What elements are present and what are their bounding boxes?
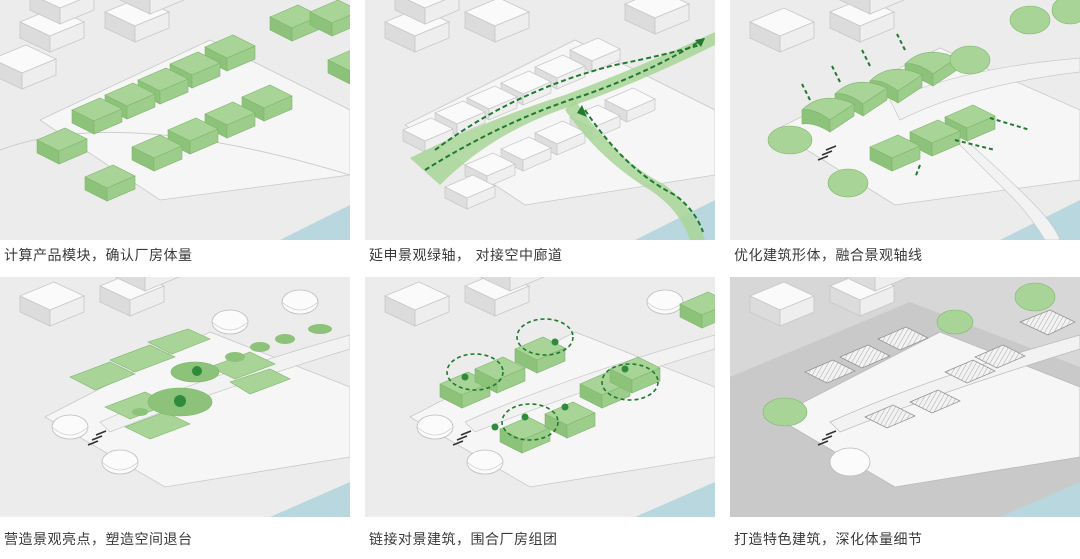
panel-3-caption: 优化建筑形体，融合景观轴线: [734, 248, 923, 264]
panel-4-caption: 营造景观亮点，塑造空间退台: [4, 532, 193, 548]
diagram-panel-3: [730, 0, 1080, 240]
diagram-panel-1: [0, 0, 350, 240]
panel-2-caption: 延申景观绿轴， 对接空中廊道: [369, 248, 563, 264]
diagram-panel-6: [730, 277, 1080, 517]
diagram-panel-5: [365, 277, 715, 517]
diagram-panel-2: [365, 0, 715, 240]
panel-5-caption: 链接对景建筑，围合厂房组团: [369, 532, 558, 548]
diagram-panel-4: [0, 277, 350, 517]
panel-6-caption: 打造特色建筑，深化体量细节: [734, 532, 923, 548]
panel-1-caption: 计算产品模块，确认厂房体量: [4, 248, 193, 264]
